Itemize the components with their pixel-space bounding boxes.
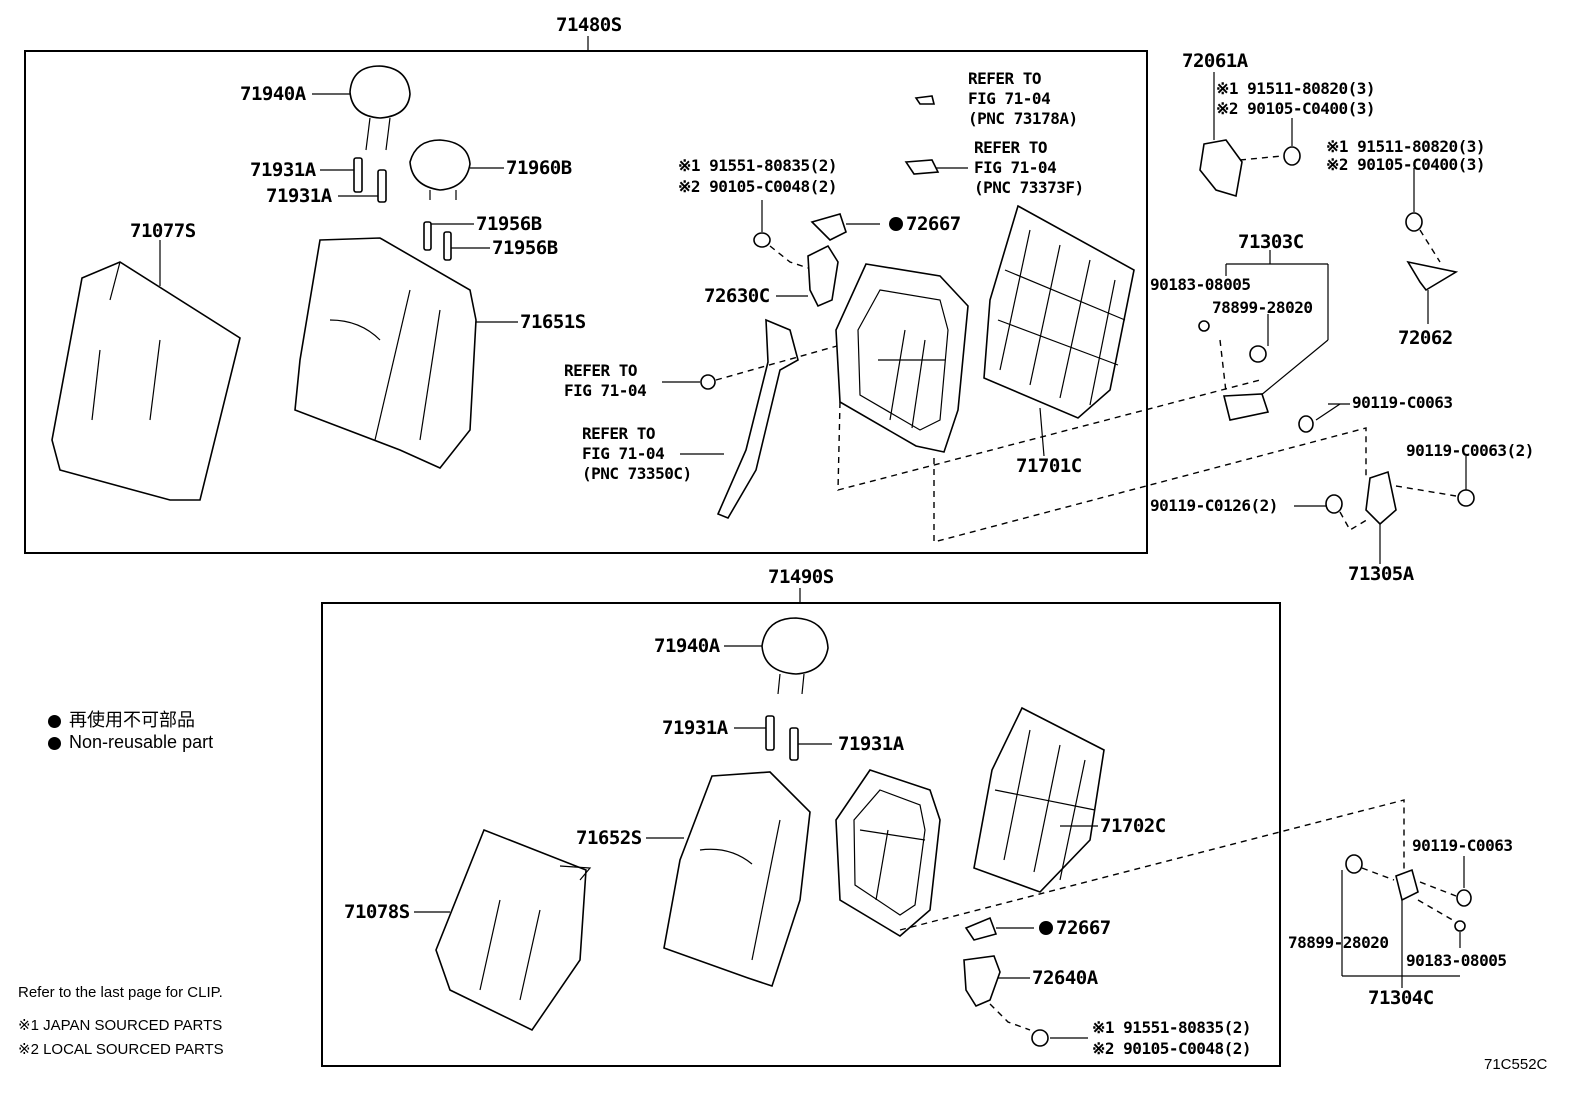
clip-note: Refer to the last page for CLIP. [18,984,223,1001]
part-label: 72630C [704,285,770,307]
reference-label: FIG 71-04 [564,381,647,400]
reference-label: REFER TO [968,69,1042,88]
headrest-lower [761,617,829,695]
headrest-upper [349,65,411,151]
hinge-72061a [1199,72,1301,198]
seatback-board-lower [973,706,1105,893]
part-label: 71960B [506,157,572,179]
reference-label: FIG 71-04 [582,444,665,463]
bolt-label: ※1 91511-80820(3) [1216,79,1376,98]
seatback-pad-lower [435,828,592,1032]
part-label: 71304C [1368,987,1434,1009]
part-label: 71940A [240,83,306,105]
part-label: 71077S [130,220,196,242]
bolt-label: ※1 91551-80835(2) [1092,1018,1252,1037]
seatbelt-guide [716,318,799,519]
reference-label: (PNC 73350C) [582,464,692,483]
seatback-cover-lower [663,771,811,988]
part-label: 71956B [492,237,558,259]
part-label: 90119-C0063 [1412,836,1513,855]
upper-assembly-label: 71480S [556,14,622,36]
upper-assembly-frame [24,50,1148,554]
bracket-72062 [1405,168,1459,324]
part-label: 72061A [1182,50,1248,72]
reference-label: REFER TO [564,361,638,380]
part-label: 71931A [250,159,316,181]
part-label: 78899-28020 [1212,298,1313,317]
japan-sourced-note: ※1 JAPAN SOURCED PARTS [18,1017,223,1034]
part-label: 71305A [1348,563,1414,585]
seatback-frame-lower [835,769,941,937]
reference-label: FIG 71-04 [974,158,1057,177]
part-label: 72640A [1032,967,1098,989]
bolt-label: ※2 90105-C0048(2) [678,177,838,196]
part-label: 78899-28020 [1288,933,1389,952]
lower-assembly-frame [321,602,1281,1067]
part-label: 71931A [662,717,728,739]
part-label: 90183-08005 [1406,951,1507,970]
seatback-board-upper [983,204,1135,419]
lower-assembly-label: 71490S [768,566,834,588]
part-label: 71931A [266,185,332,207]
reference-label: REFER TO [974,138,1048,157]
bolt-label: ※2 90105-C0400(3) [1326,155,1486,174]
figure-id: 71C552C [1484,1056,1548,1073]
seatback-cover-upper [294,237,477,469]
reference-label: (PNC 73373F) [974,178,1084,197]
non-reusable-dot-icon [48,714,61,728]
bolt-label: ※2 90105-C0400(3) [1216,99,1376,118]
part-label: 71651S [520,311,586,333]
part-label: 90119-C0126(2) [1150,496,1278,515]
part-label: 71940A [654,635,720,657]
reference-label: FIG 71-04 [968,89,1051,108]
part-label: 72062 [1398,327,1453,349]
bracket-72630c [753,232,839,308]
part-label: 71956B [476,213,542,235]
legend-item-en: Non-reusable part [48,732,213,753]
part-label: 71931A [838,733,904,755]
local-sourced-note: ※2 LOCAL SOURCED PARTS [18,1041,224,1058]
seatback-frame-upper [835,263,969,453]
non-reusable-dot-icon [48,736,61,750]
part-label: 71652S [576,827,642,849]
part-label: 72667 [906,213,961,235]
headrest-center [409,139,471,200]
headrest-guides-upper [353,157,387,203]
legend-item-jp: 再使用不可部品 [48,706,195,732]
bolt-label: ※2 90105-C0048(2) [1092,1039,1252,1058]
part-label: 71303C [1238,231,1304,253]
part-label: 90119-C0063(2) [1406,441,1534,460]
bolt-label: ※1 91551-80835(2) [678,156,838,175]
part-label: 90119-C0063 [1352,393,1453,412]
reference-label: (PNC 73178A) [968,109,1078,128]
seatback-pad-upper [51,261,241,501]
reference-label: REFER TO [582,424,656,443]
part-label: 72667 [1056,917,1111,939]
bolt-label: ※1 91511-80820(3) [1326,137,1486,156]
part-label: 71078S [344,901,410,923]
part-label: 71702C [1100,815,1166,837]
part-label: 90183-08005 [1150,275,1251,294]
part-label: 71701C [1016,455,1082,477]
